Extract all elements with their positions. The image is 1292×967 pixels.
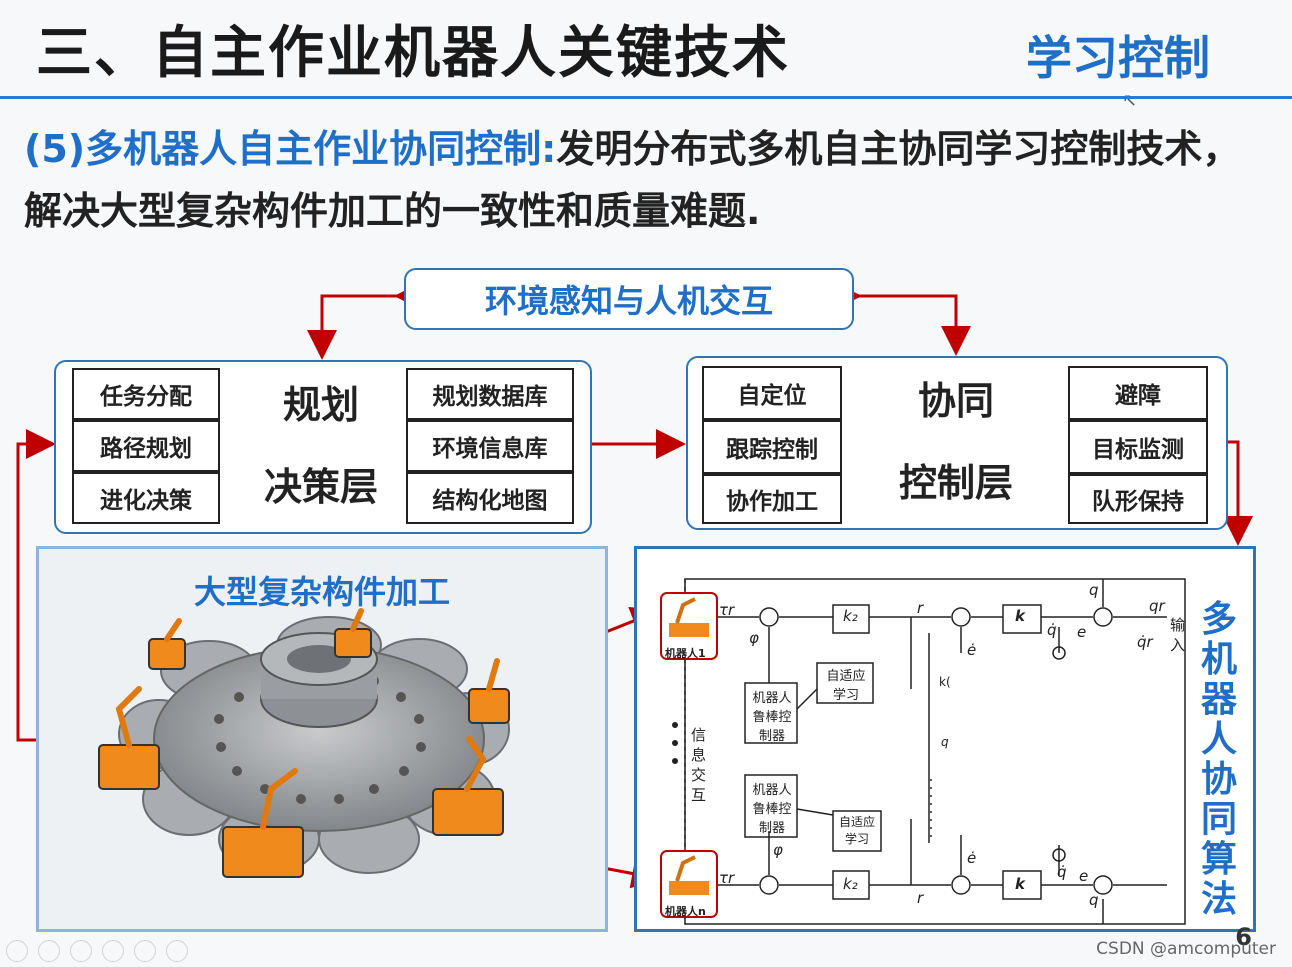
control-diagram-panel: 机器人1 机器人n 机器人鲁棒控制器 机器人鲁棒控制器 自适应学习 自适应学习 … (634, 546, 1256, 932)
phi-top: φ (749, 629, 759, 647)
presentation-toolbar (6, 940, 188, 962)
q-bottom: q (1089, 891, 1099, 909)
q-partial-label: q (941, 735, 949, 749)
plan-item-task: 任务分配 (72, 368, 220, 420)
qr-label: qr (1149, 597, 1165, 615)
ctrl-item-monitor: 目标监测 (1068, 420, 1208, 474)
info-exchange-label: 信息交互 (691, 726, 707, 804)
grid-icon[interactable] (102, 940, 124, 962)
planning-layer-box: 任务分配 路径规划 进化决策 规划 决策层 规划数据库 环境信息库 结构化地图 (54, 360, 592, 534)
r-top: r (917, 599, 924, 617)
q-top: q (1089, 581, 1099, 599)
prev-slide-icon[interactable] (6, 940, 28, 962)
plan-db-env: 环境信息库 (406, 420, 574, 472)
edot-top: ė (967, 641, 977, 659)
ctrl-item-coop: 协作加工 (702, 474, 842, 524)
plan-item-path: 路径规划 (72, 420, 220, 472)
watermark: CSDN @amcomputer (1096, 939, 1276, 959)
env-perception-box: 环境感知与人机交互 (404, 268, 854, 330)
ctrl-item-avoid: 避障 (1068, 366, 1208, 420)
heading-highlight: (5)多机器人自主作业协同控制: (24, 127, 557, 171)
algorithm-label: 多机器人协同算法 (1200, 599, 1237, 920)
e-bottom: e (1079, 867, 1089, 885)
robot-bases (98, 628, 510, 878)
plan-item-evolve: 进化决策 (72, 472, 220, 524)
plan-db-planning: 规划数据库 (406, 368, 574, 420)
adaptive-learning-2: 自适应学习 (838, 815, 875, 846)
qdot-bottom-label: q̇ (1057, 863, 1067, 881)
photo-title: 大型复杂构件加工 (193, 573, 450, 611)
gain-k2-bottom: k₂ (843, 875, 858, 893)
gain-k-bottom: k (1015, 875, 1025, 893)
plan-center-2: 决策层 (263, 465, 378, 509)
robust-controller-2: 机器人鲁棒控制器 (752, 783, 792, 836)
gain-k-top: k (1015, 607, 1025, 625)
phi-bottom: φ (773, 841, 783, 859)
ctrl-item-localize: 自定位 (702, 366, 842, 420)
turbine-illustration (98, 608, 510, 878)
plan-center-1: 规划 (282, 383, 359, 427)
next-slide-icon[interactable] (38, 940, 60, 962)
plan-db-map: 结构化地图 (406, 472, 574, 524)
arrow-env-plan (307, 281, 424, 360)
edot-bottom: ė (967, 849, 977, 867)
qdot-label: q̇ (1047, 621, 1057, 639)
robotn-label: 机器人n (665, 905, 706, 918)
robot-icons (660, 592, 718, 918)
tau-top: τr (719, 601, 735, 619)
ctrl-center-1: 协同 (917, 379, 994, 423)
heading-body: 发明分布式多机自主协同学习控制技术，解决大型复杂构件加工的一致性和质量难题. (24, 127, 1241, 233)
qr-dot-label: q̇r (1137, 633, 1153, 651)
ctrl-center-2: 控制层 (898, 461, 1013, 505)
page-number: 6 (1235, 923, 1252, 951)
e-top: e (1077, 623, 1087, 641)
section-tag: 学习控制 (1026, 31, 1210, 85)
k-partial-label: k( (939, 675, 951, 689)
gain-k2-top: k₂ (843, 607, 858, 625)
input-label: 输入 (1170, 616, 1186, 654)
header-rule (0, 96, 1292, 99)
zoom-icon[interactable] (134, 940, 156, 962)
adaptive-learning-1: 自适应学习 (826, 669, 866, 703)
slide-heading: (5)多机器人自主作业协同控制:发明分布式多机自主协同学习控制技术，解决大型复杂… (24, 118, 1244, 242)
machining-photo-panel: 大型复杂构件加工 (36, 546, 608, 932)
robust-controller-1: 机器人鲁棒控制器 (752, 691, 792, 744)
tau-bottom: τr (719, 869, 735, 887)
robot1-label: 机器人1 (665, 647, 706, 660)
pen-icon[interactable] (70, 940, 92, 962)
arrow-env-ctrl (832, 281, 971, 356)
arrow-feedback (16, 429, 56, 742)
r-bottom: r (917, 889, 924, 907)
ctrl-item-formation: 队形保持 (1068, 474, 1208, 524)
more-icon[interactable] (166, 940, 188, 962)
mouse-cursor-icon: ↖ (1122, 90, 1138, 111)
control-block-diagram (660, 578, 1186, 925)
control-layer-box: 自定位 跟踪控制 协作加工 协同 控制层 避障 目标监测 队形保持 (686, 356, 1228, 530)
ctrl-item-track: 跟踪控制 (702, 420, 842, 474)
slide-title: 三、自主作业机器人关键技术 (36, 21, 790, 86)
